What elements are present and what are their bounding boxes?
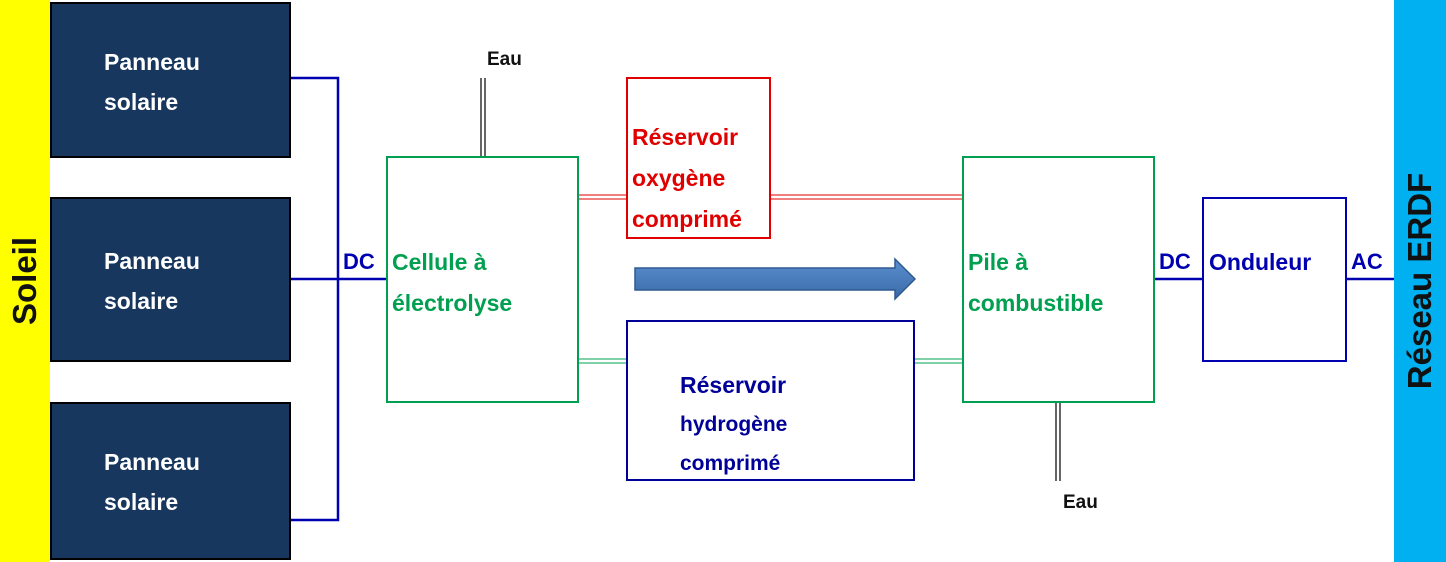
solar-panel-3-line2: solaire (104, 489, 179, 515)
sun-bar: Soleil (0, 0, 50, 562)
electrolysis-line2: électrolyse (392, 290, 513, 316)
dc-out-label: DC (1159, 249, 1191, 274)
electrolysis-line1: Cellule à (392, 249, 487, 275)
water-out-label: Eau (1063, 492, 1098, 513)
solar-panel-3-line1: Panneau (104, 449, 200, 475)
fuel-cell-line1: Pile à (968, 249, 1029, 275)
solar-panel-2: Panneau solaire (50, 197, 291, 362)
solar-panel-2-line2: solaire (104, 288, 179, 314)
electrolysis-cell: Cellule à électrolyse (386, 156, 579, 403)
solar-panel-2-line1: Panneau (104, 248, 200, 274)
process-arrow (634, 257, 917, 301)
oxygen-tank: Réservoir oxygène comprimé (626, 77, 771, 239)
grid-bar: Réseau ERDF (1394, 0, 1446, 562)
dc-in-label: DC (343, 249, 375, 274)
panel1-wire (291, 76, 340, 522)
solar-panel-1-line2: solaire (104, 89, 179, 115)
hydrogen-tank-line2: hydrogène (680, 413, 788, 436)
solar-panel-3: Panneau solaire (50, 402, 291, 560)
oxygen-tank-line1: Réservoir (632, 124, 739, 150)
hydrogen-tank: Réservoir hydrogène comprimé (626, 320, 915, 481)
oxygen-tank-line2: oxygène (632, 165, 726, 191)
ac-out-label: AC (1351, 249, 1383, 274)
fuel-cell: Pile à combustible (962, 156, 1155, 403)
water-in-label: Eau (487, 49, 522, 70)
solar-panel-1: Panneau solaire (50, 2, 291, 158)
inverter-label: Onduleur (1209, 249, 1312, 275)
fuel-cell-line2: combustible (968, 290, 1104, 316)
solar-panel-1-line1: Panneau (104, 49, 200, 75)
oxygen-tank-line3: comprimé (632, 206, 742, 232)
hydrogen-tank-line1: Réservoir (680, 372, 787, 398)
hydrogen-tank-line3: comprimé (680, 452, 781, 475)
inverter: Onduleur (1202, 197, 1347, 362)
